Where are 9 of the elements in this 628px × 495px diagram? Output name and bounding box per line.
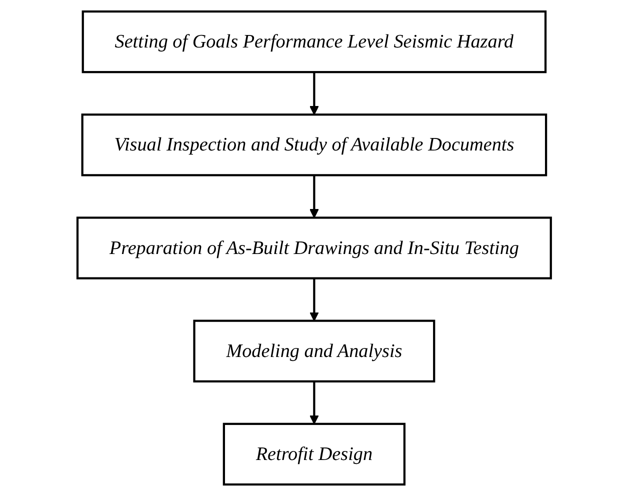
- arrow: [309, 72, 319, 115]
- node-box: Visual Inspection and Study of Available Documents: [81, 113, 547, 176]
- node-box: Retrofit Design: [222, 422, 406, 486]
- node-box: Modeling and Analysis: [193, 319, 435, 382]
- node-box: Preparation of As-Built Drawings and In-Situ Testing: [76, 216, 552, 279]
- arrow: [309, 380, 319, 424]
- arrow: [309, 174, 319, 218]
- node-box: Setting of Goals Performance Level Seismic Hazard: [82, 10, 546, 73]
- arrow: [309, 278, 319, 321]
